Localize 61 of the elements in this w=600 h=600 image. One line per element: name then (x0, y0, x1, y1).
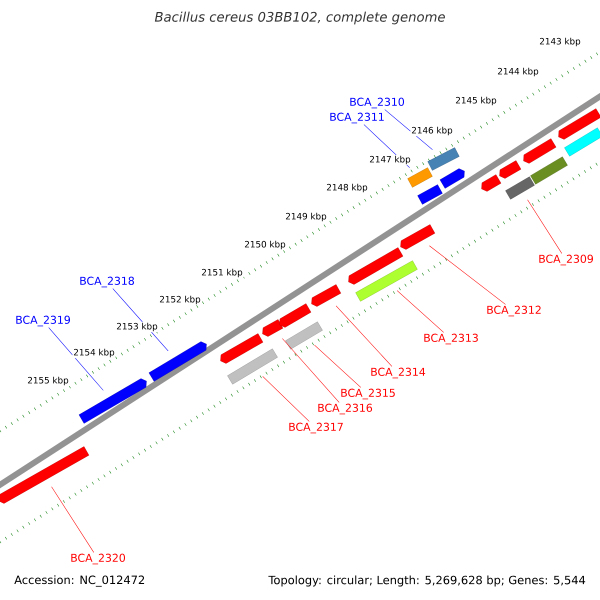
gene-feature (78, 378, 147, 424)
tick-label: 2148 kbp (325, 182, 369, 194)
gene-feature (523, 138, 556, 164)
gene-feature (440, 168, 465, 189)
gene-feature (564, 128, 600, 156)
gene-feature (530, 156, 568, 184)
tick-label: 2150 kbp (243, 240, 287, 250)
gene-feature (407, 167, 433, 188)
gene-label: BCA_2319 (16, 316, 70, 326)
gene-feature (285, 322, 323, 350)
gene-label: BCA_2320 (71, 554, 126, 564)
leader-line (51, 486, 94, 553)
leader-line (314, 344, 362, 388)
tick-label: 2143 kbp (538, 36, 582, 48)
tick-label: 2153 kbp (115, 322, 159, 332)
tick-label: 2152 kbp (158, 294, 202, 306)
tick-label: 2146 kbp (410, 126, 454, 136)
gene-feature (558, 108, 600, 140)
gene-feature (428, 147, 460, 171)
tick-label: 2147 kbp (368, 154, 412, 166)
gene-feature (262, 319, 284, 337)
gene-feature (417, 184, 443, 205)
leader-line (384, 109, 433, 150)
gene-label: BCA_2315 (341, 388, 395, 400)
leader-line (336, 306, 392, 367)
gene-feature (499, 160, 522, 179)
tick-label: 2145 kbp (454, 96, 498, 106)
gene-label: BCA_2311 (330, 112, 384, 124)
gene-feature (400, 224, 436, 250)
gene-feature (227, 348, 278, 384)
gene-feature (355, 260, 418, 302)
gene-feature (481, 174, 502, 192)
gene-label: BCA_2314 (371, 368, 426, 378)
gene-feature (0, 446, 90, 504)
leader-line (527, 200, 562, 254)
accession-text: Accession: NC_012472 (14, 575, 144, 587)
leader-line (282, 338, 340, 403)
tick-label: 2151 kbp (200, 268, 244, 278)
gene-label: BCA_2310 (350, 98, 404, 108)
gene-feature (148, 341, 207, 382)
genome-info-text: Topology: circular; Length: 5,269,628 bp; Genes: 5,544 (268, 575, 586, 587)
gene-feature (311, 284, 342, 307)
leader-line (429, 246, 506, 305)
gene-feature (505, 176, 535, 200)
title: Bacillus cereus 03BB102, complete genome (154, 12, 445, 24)
gene-feature (220, 333, 264, 364)
gene-label: BCA_2312 (487, 306, 541, 316)
tick-label: 2144 kbp (496, 66, 540, 78)
leader-line (262, 376, 310, 422)
gene-label: BCA_2317 (289, 422, 343, 434)
gene-label: BCA_2313 (424, 334, 478, 344)
tick-label: 2149 kbp (284, 212, 328, 222)
gene-feature (279, 303, 312, 328)
gene-feature (348, 247, 404, 285)
tick-label: 2155 kbp (26, 376, 70, 386)
leader-line (396, 290, 444, 333)
gene-label: BCA_2309 (539, 254, 593, 266)
leader-line (48, 327, 104, 391)
gene-label: BCA_2318 (80, 276, 134, 288)
gene-label: BCA_2316 (318, 404, 372, 414)
tick-label: 2154 kbp (72, 348, 116, 358)
